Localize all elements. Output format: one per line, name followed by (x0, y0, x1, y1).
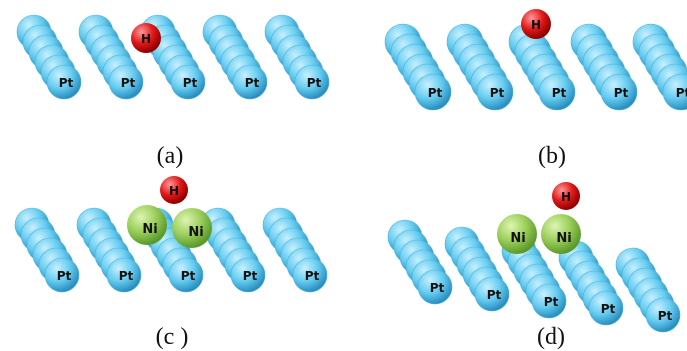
h-atom (131, 23, 161, 53)
h-label: H (169, 184, 179, 198)
pt-atom (44, 257, 80, 293)
pt-atom (600, 73, 638, 111)
pt-atom (170, 64, 206, 100)
pt-label: Pt (121, 76, 136, 90)
h-adsorbate: H (521, 9, 551, 39)
h-label: H (141, 32, 151, 46)
ni-atom (541, 214, 581, 254)
pt-atom (108, 64, 144, 100)
pt-label: Pt (119, 269, 134, 283)
h-atom (552, 182, 580, 210)
pt-atom (106, 257, 142, 293)
panel-a: Pt Pt Pt Pt Pt H (a) (16, 14, 330, 169)
pt-label: Pt (676, 86, 687, 100)
pt-label: Pt (59, 76, 74, 90)
pt-rod-row: Pt (384, 23, 452, 111)
pt-label: Pt (307, 76, 322, 90)
pt-atom (531, 283, 567, 319)
pt-label: Pt (181, 269, 196, 283)
pt-label: Pt (544, 295, 559, 309)
pt-rod-row: Pt (262, 207, 328, 293)
pt-rod-row: Pt (76, 207, 142, 293)
pt-label: Pt (601, 302, 616, 316)
pt-rod-row: Pt (78, 14, 144, 100)
pt-rod-row: Pt (138, 207, 204, 293)
h-atom (160, 176, 188, 204)
h-adsorbate: H (131, 23, 161, 53)
pt-label: Pt (490, 86, 505, 100)
pt-label: Pt (614, 86, 629, 100)
pt-label: Pt (658, 309, 673, 323)
pt-atom (46, 64, 82, 100)
pt-rod-row: Pt (558, 240, 624, 326)
pt-atom (662, 73, 687, 111)
ni-atom (172, 208, 212, 248)
pt-atom (538, 73, 576, 111)
pt-atom (230, 257, 266, 293)
ni-label: Ni (556, 231, 571, 246)
pt-label: Pt (487, 288, 502, 302)
pt-rod-row: Pt (387, 219, 453, 305)
pt-atom (474, 276, 510, 312)
ni-label: Ni (142, 222, 157, 237)
panel-c: Pt Pt Pt Pt Pt Ni H Ni (c ) (14, 176, 328, 350)
pt-atom (168, 257, 204, 293)
pt-rod-row: Pt (202, 14, 268, 100)
pt-atom (476, 73, 514, 111)
pt-rod-row: Pt (632, 23, 687, 111)
pt-rod-row: Pt (444, 226, 510, 312)
h-label: H (561, 190, 571, 204)
pt-rod-row: Pt (615, 247, 681, 333)
pt-rod-row: Pt (508, 23, 576, 111)
pt-atom (232, 64, 268, 100)
pt-rod-row: Pt (200, 207, 266, 293)
pt-label: Pt (428, 86, 443, 100)
pt-atom (417, 269, 453, 305)
pt-label: Pt (243, 269, 258, 283)
pt-rod-row: Pt (446, 23, 514, 111)
pt-rod-row: Pt (570, 23, 638, 111)
pt-surface: Pt Pt Pt Pt Pt (384, 23, 687, 111)
pt-atom (414, 73, 452, 111)
ni-dimer: Ni H Ni (497, 182, 581, 254)
caption-b: (b) (538, 143, 566, 169)
pt-label: Pt (552, 86, 567, 100)
pt-rod-row: Pt (14, 207, 80, 293)
pt-label: Pt (57, 269, 72, 283)
ni-label: Ni (510, 231, 525, 246)
panel-b: Pt Pt Pt Pt Pt H (b) (384, 9, 687, 169)
pt-surface: Pt Pt Pt Pt Pt (16, 14, 330, 100)
h-label: H (531, 18, 541, 32)
pt-atom (588, 290, 624, 326)
pt-label: Pt (305, 269, 320, 283)
pt-surface: Pt Pt Pt Pt Pt (14, 207, 328, 293)
caption-a: (a) (157, 143, 184, 169)
pt-label: Pt (245, 76, 260, 90)
ni-label: Ni (188, 225, 203, 240)
pt-rod-row: Pt (264, 14, 330, 100)
h-atom (521, 9, 551, 39)
ni-atom (127, 205, 167, 245)
pt-rod-row: Pt (16, 14, 82, 100)
pt-label: Pt (430, 281, 445, 295)
caption-d: (d) (537, 324, 565, 350)
pt-label: Pt (183, 76, 198, 90)
ni-dimer: Ni H Ni (127, 176, 212, 248)
pt-atom (292, 257, 328, 293)
ni-atom (497, 214, 537, 254)
caption-c: (c ) (156, 324, 189, 350)
pt-atom (645, 297, 681, 333)
pt-atom (294, 64, 330, 100)
